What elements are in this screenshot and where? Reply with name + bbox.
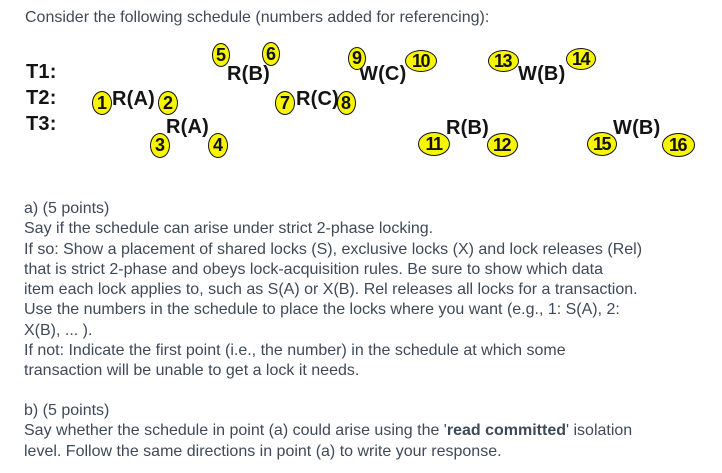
marker-7: 7 — [275, 91, 295, 115]
text-segment: a) (5 points) — [24, 200, 110, 217]
operation-t3-rb: R(B) — [446, 117, 490, 139]
text-line: If so: Show a placement of shared locks … — [24, 240, 714, 260]
text-segment: X(B), ... ). — [24, 321, 93, 339]
operation-t1-wb: W(B) — [518, 63, 566, 85]
text-line: Say if the schedule can arise under stri… — [24, 219, 714, 239]
text-segment: level. Follow the same directions in poi… — [24, 442, 502, 460]
question-intro-text: Consider the following schedule (numbers… — [25, 9, 490, 26]
marker-9: 9 — [348, 46, 366, 70]
text-line: X(B), ... ). — [24, 321, 714, 341]
marker-4: 4 — [208, 132, 228, 158]
marker-13: 13 — [487, 50, 519, 72]
text-segment: If so: Show a placement of shared locks … — [24, 240, 643, 258]
text-segment: Say whether the schedule in point (a) co… — [24, 422, 447, 440]
text-line: Use the numbers in the schedule to place… — [24, 300, 714, 320]
operation-t1-wc: W(C) — [359, 63, 407, 85]
transaction-label-t3: T3: — [26, 113, 57, 135]
marker-5: 5 — [212, 43, 230, 67]
marker-15: 15 — [587, 132, 617, 156]
text-line: a) (5 points) — [24, 199, 714, 219]
transaction-label-t1: T1: — [26, 61, 57, 83]
text-segment: ' isolation — [566, 422, 633, 440]
text-segment: item each lock applies to, such as S(A) … — [24, 281, 638, 299]
marker-16: 16 — [661, 133, 695, 157]
marker-11: 11 — [418, 132, 450, 156]
emphasized-text: read committed — [446, 422, 566, 440]
marker-8: 8 — [336, 91, 356, 115]
text-segment: that is strict 2-phase and obeys lock-ac… — [24, 260, 603, 278]
marker-10: 10 — [405, 50, 437, 72]
marker-2: 2 — [158, 91, 178, 115]
question-part-a: a) (5 points) Say if the schedule can ari… — [24, 199, 714, 382]
operation-t1-rb: R(B) — [227, 63, 271, 85]
transaction-label-t2: T2: — [26, 87, 57, 109]
marker-1: 1 — [92, 91, 112, 115]
operation-t2-rc: R(C) — [296, 88, 340, 110]
text-segment: b) (5 points) — [24, 402, 110, 419]
text-line: Say whether the schedule in point (a) co… — [24, 421, 714, 441]
schedule-diagram: T1: T2: T3: R(B) W(C) W(B) R(A) R(C) R(A) R(B) W(B… — [0, 0, 722, 185]
question-part-b: b) (5 points) Say whether the schedule in… — [24, 401, 714, 462]
text-segment: transaction will be unable to get a lock… — [24, 362, 360, 380]
text-line: item each lock applies to, such as S(A) … — [24, 280, 714, 300]
marker-3: 3 — [150, 132, 170, 158]
marker-14: 14 — [566, 48, 596, 70]
text-line: If not: Indicate the first point (i.e., … — [24, 341, 714, 361]
marker-6: 6 — [262, 42, 280, 66]
operation-t3-wb: W(B) — [613, 117, 661, 139]
text-segment: Say if the schedule can arise under stri… — [24, 220, 434, 238]
operation-t2-ra: R(A) — [112, 88, 156, 110]
text-line: that is strict 2-phase and obeys lock-ac… — [24, 260, 714, 280]
text-segment: If not: Indicate the first point (i.e., … — [24, 342, 566, 360]
text-line: transaction will be unable to get a lock… — [24, 361, 714, 381]
text-line: level. Follow the same directions in poi… — [24, 442, 714, 462]
marker-12: 12 — [486, 133, 518, 157]
text-segment: Use the numbers in the schedule to place… — [24, 301, 620, 319]
text-line: b) (5 points) — [24, 401, 714, 421]
operation-t3-ra: R(A) — [166, 116, 210, 138]
